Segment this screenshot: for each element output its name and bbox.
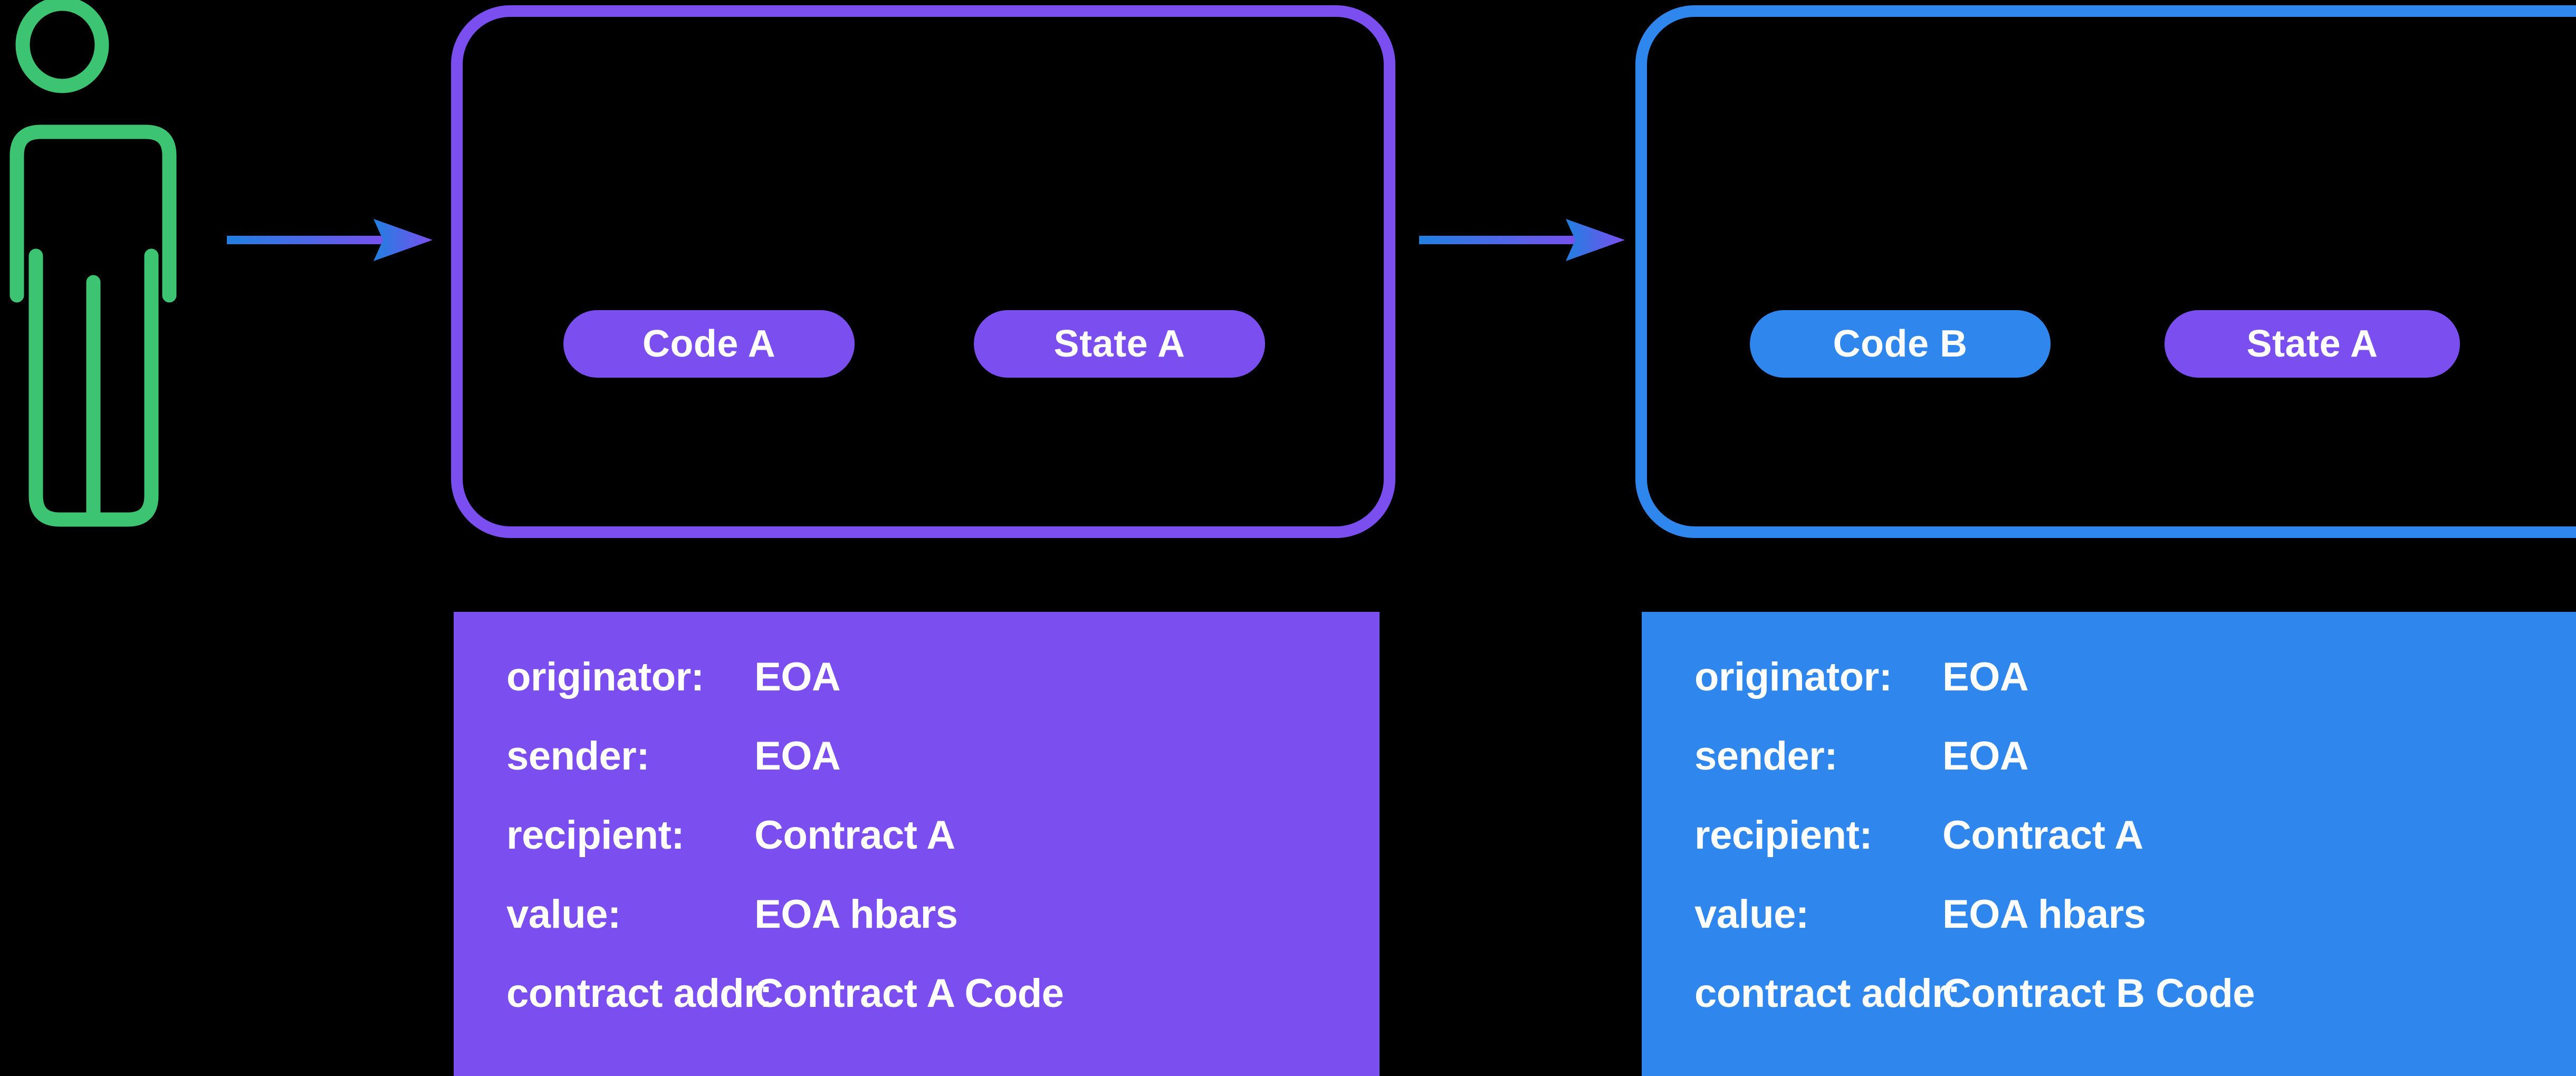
field-label-recipient: recipient: — [506, 813, 685, 858]
table-row: originator: EOA — [506, 654, 1380, 733]
pill-state-a[interactable]: State A — [974, 310, 1265, 378]
field-label-value: value: — [1694, 892, 1809, 937]
contract-b-box[interactable] — [1635, 5, 2576, 538]
table-row: sender: EOA — [506, 733, 1380, 812]
field-value-recipient: Contract A — [754, 813, 955, 858]
field-value-sender: EOA — [754, 734, 841, 779]
field-value-originator: EOA — [754, 655, 841, 699]
field-value-value: EOA hbars — [754, 892, 958, 937]
message-frame-b-panel: originator: EOA sender: EOA recipient: C… — [1642, 612, 2576, 1076]
field-label-recipient: recipient: — [1694, 813, 1873, 858]
field-value-contract-addr: Contract B Code — [1942, 971, 2255, 1016]
table-row: recipient: Contract A — [506, 812, 1380, 891]
table-row: originator: EOA — [1694, 654, 2576, 733]
message-frame-a-panel: originator: EOA sender: EOA recipient: C… — [454, 612, 1380, 1076]
pill-state-a-contract-b[interactable]: State A — [2165, 310, 2460, 378]
field-label-originator: originator: — [506, 655, 704, 699]
field-value-sender: EOA — [1942, 734, 2029, 779]
table-row: contract addr: Contract B Code — [1694, 971, 2576, 1050]
table-row: contract addr: Contract A Code — [506, 971, 1380, 1050]
field-label-sender: sender: — [506, 734, 650, 779]
field-value-recipient: Contract A — [1942, 813, 2143, 858]
pill-code-b[interactable]: Code B — [1750, 310, 2051, 378]
contract-a-box[interactable] — [451, 5, 1395, 538]
table-row: recipient: Contract A — [1694, 812, 2576, 891]
field-label-value: value: — [506, 892, 621, 937]
person-icon — [5, 0, 216, 538]
field-label-originator: originator: — [1694, 655, 1892, 699]
arrow-eoa-to-contract-a — [227, 208, 433, 272]
table-row: value: EOA hbars — [506, 891, 1380, 971]
field-value-contract-addr: Contract A Code — [754, 971, 1064, 1016]
pill-code-a[interactable]: Code A — [563, 310, 855, 378]
table-row: sender: EOA — [1694, 733, 2576, 812]
table-row: value: EOA hbars — [1694, 891, 2576, 971]
field-label-contract-addr: contract addr: — [506, 971, 772, 1016]
field-value-value: EOA hbars — [1942, 892, 2146, 937]
field-value-originator: EOA — [1942, 655, 2029, 699]
field-label-sender: sender: — [1694, 734, 1838, 779]
field-label-contract-addr: contract addr: — [1694, 971, 1960, 1016]
arrow-contract-a-to-contract-b — [1419, 208, 1625, 272]
